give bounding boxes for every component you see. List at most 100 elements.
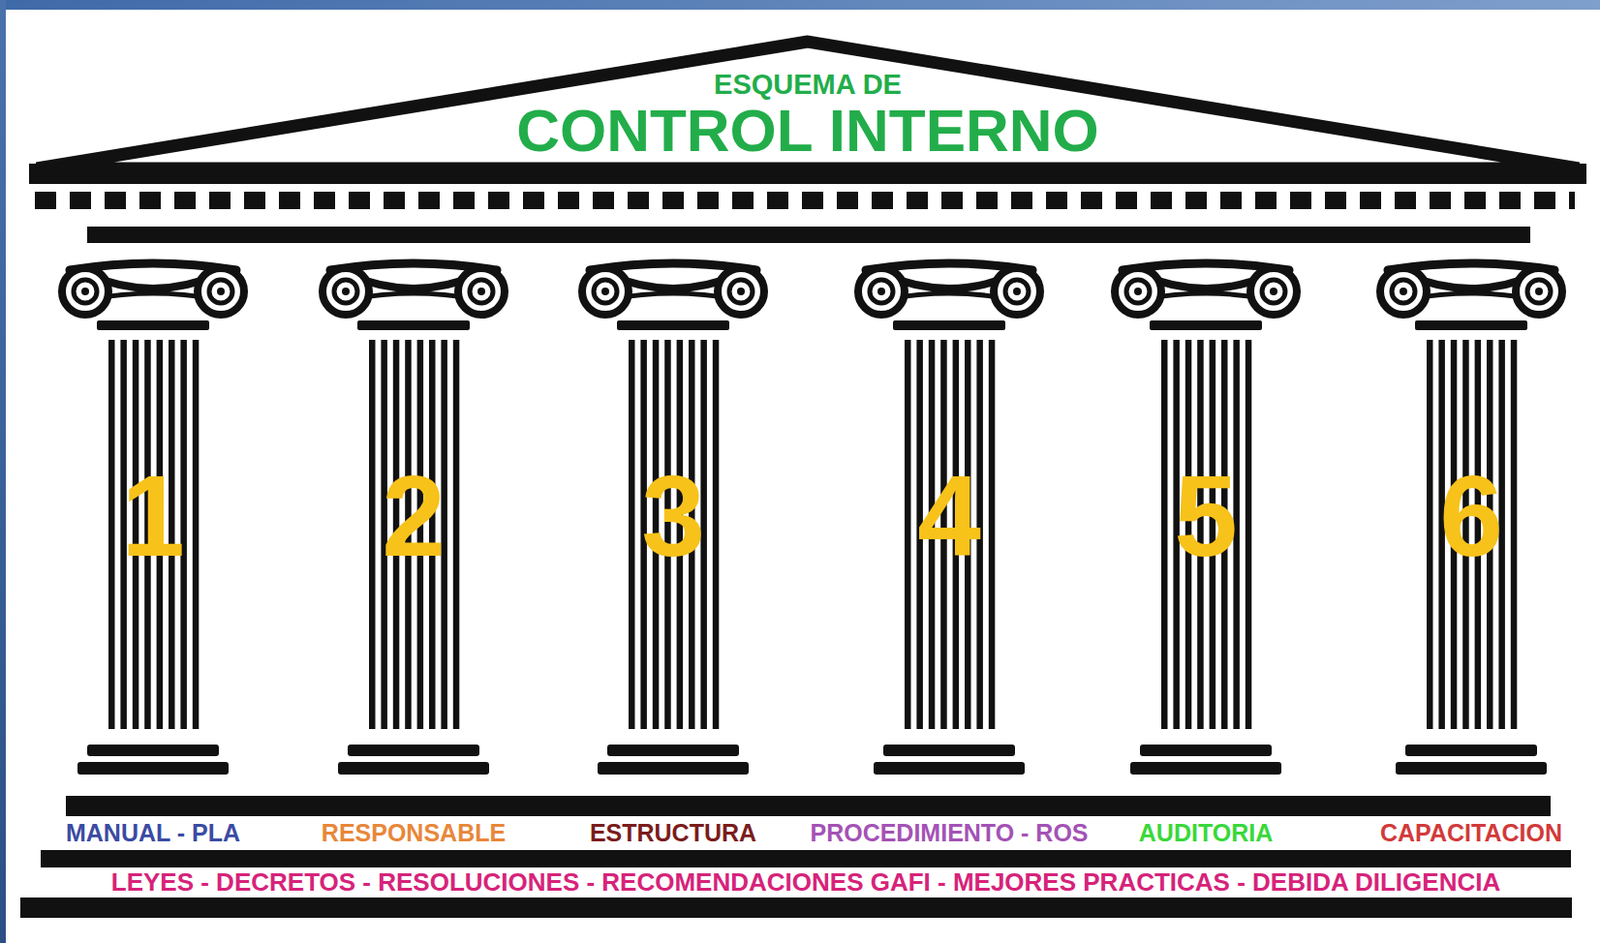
text-line: 5	[1079, 454, 1332, 579]
foundation-text: LEYES - DECRETOS - RESOLUCIONES - RECOME…	[111, 867, 1501, 898]
ionic-column: 2RESPONSABLE	[287, 260, 540, 854]
shaft-flute	[712, 339, 720, 730]
volute-inner	[1527, 279, 1551, 304]
text-line: 2	[287, 454, 540, 579]
shaft-flute	[904, 339, 912, 730]
pillar-label: CAPACITACION	[1380, 816, 1563, 851]
shaft-flute	[628, 339, 636, 730]
volute	[1114, 268, 1162, 315]
stereobate-bar	[40, 850, 1571, 868]
text-line: 3	[547, 454, 800, 579]
volute	[458, 268, 505, 315]
volute	[61, 268, 109, 315]
column-base-bottom	[873, 762, 1025, 775]
volute	[197, 268, 245, 315]
volute-inner	[1391, 279, 1416, 304]
volute-eye	[1269, 287, 1278, 296]
text-line: RESPONSABLE	[239, 816, 588, 851]
shaft-flute	[1510, 339, 1518, 730]
volute-inner	[209, 279, 233, 304]
column-base-top	[1405, 744, 1538, 757]
capital-neck	[1149, 320, 1262, 331]
text-line: ESTRUCTURA	[498, 816, 848, 851]
shaft-flute	[453, 339, 461, 730]
volute-eye	[1535, 287, 1543, 296]
volute-inner	[869, 279, 893, 304]
shaft-flute	[1245, 339, 1253, 730]
column-number: 4	[917, 454, 982, 579]
stylobate-bar	[65, 796, 1551, 817]
volute-inner	[469, 279, 493, 304]
text-line: MANUAL - PLA	[0, 816, 328, 851]
ionic-column: 4PROCEDIMIENTO - ROS	[823, 260, 1076, 854]
text-line: CONTROL INTERNO	[29, 95, 1587, 166]
column-number: 1	[121, 454, 185, 579]
volute-eye	[1134, 287, 1142, 296]
volute	[1250, 268, 1297, 315]
volute-inner	[334, 279, 358, 304]
ionic-column: 1MANUAL - PLA	[27, 260, 279, 854]
pediment-outline	[36, 41, 1579, 169]
ionic-column: 6CAPACITACION	[1345, 260, 1598, 854]
volute-eye	[1399, 287, 1408, 296]
column-base-bottom	[597, 762, 749, 775]
foundation-band: LEYES - DECRETOS - RESOLUCIONES - RECOME…	[40, 867, 1571, 898]
volute-eye	[477, 287, 486, 296]
volute-inner	[1261, 279, 1286, 304]
volute	[1515, 268, 1563, 315]
shaft-flute	[1161, 339, 1169, 730]
column-base-bottom	[1395, 762, 1547, 775]
pillar-label: RESPONSABLE	[321, 816, 506, 851]
volute	[858, 268, 905, 315]
volute	[322, 268, 370, 315]
volute-eye	[216, 287, 225, 296]
volute-inner	[729, 279, 753, 304]
pillar-label: AUDITORIA	[1138, 816, 1273, 851]
column-base-top	[87, 744, 219, 757]
shaft-flute	[108, 339, 116, 730]
column-base-bottom	[1130, 762, 1282, 775]
volute-eye	[601, 287, 610, 296]
capital-neck	[1415, 320, 1528, 331]
column-base-top	[607, 744, 739, 757]
column-base-top	[347, 744, 480, 757]
text-line: 1	[27, 454, 279, 579]
volute-eye	[737, 287, 745, 296]
volute-inner	[73, 279, 97, 304]
text-line: LEYES - DECRETOS - RESOLUCIONES - RECOME…	[40, 867, 1571, 898]
volute-eye	[81, 287, 90, 296]
frame-left	[0, 0, 6, 943]
ionic-column: 5AUDITORIA	[1079, 260, 1332, 854]
text-line: 4	[823, 454, 1076, 579]
pillar-label: MANUAL - PLA	[65, 816, 241, 851]
cornice-bar	[29, 163, 1587, 185]
shaft-flute	[192, 339, 200, 730]
column-base-bottom	[77, 762, 229, 775]
volute-eye	[1013, 287, 1021, 296]
capital-neck	[96, 320, 210, 331]
title-small: ESQUEMA DE	[713, 67, 902, 101]
text-line: AUDITORIA	[1031, 816, 1381, 851]
capital-neck	[357, 320, 470, 331]
volute-inner	[1005, 279, 1029, 304]
capital-neck	[616, 320, 730, 331]
shaft-flute	[988, 339, 996, 730]
text-line: 6	[1345, 454, 1598, 579]
column-number: 5	[1173, 454, 1238, 579]
text-line: PROCEDIMIENTO - ROS	[774, 816, 1124, 851]
text-line: CAPACITACION	[1296, 816, 1600, 851]
volute	[1380, 268, 1427, 315]
shaft-flute	[1426, 339, 1434, 730]
ionic-column: 3ESTRUCTURA	[547, 260, 800, 854]
frame-top	[0, 0, 1600, 10]
text-line: ESQUEMA DE	[29, 67, 1587, 101]
pillar-label: PROCEDIMIENTO - ROS	[809, 816, 1088, 851]
volute	[993, 268, 1041, 315]
column-base-bottom	[338, 762, 490, 775]
title-large: CONTROL INTERNO	[516, 95, 1100, 166]
column-number: 6	[1439, 454, 1504, 579]
shaft-flute	[369, 339, 376, 730]
architrave-bar	[87, 226, 1531, 244]
volute	[717, 268, 765, 315]
